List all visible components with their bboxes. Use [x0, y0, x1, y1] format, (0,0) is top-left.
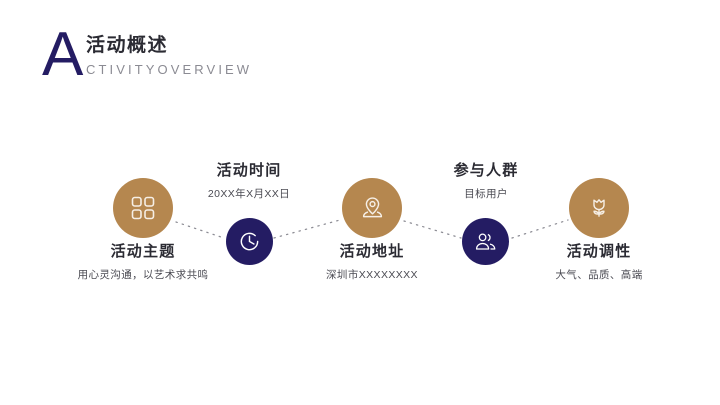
connector-2-3 — [273, 219, 341, 239]
node-4-subtitle: 目标用户 — [464, 188, 508, 200]
node-5-title: 活动调性 — [566, 243, 632, 260]
grid-squares-icon — [130, 195, 156, 221]
node-1-title: 活动主题 — [110, 243, 176, 260]
node-3-label: 活动地址 深圳市XXXXXXXX — [287, 242, 457, 283]
connector-4-5 — [511, 219, 569, 239]
node-3-circle[interactable] — [342, 178, 402, 238]
node-1-circle[interactable] — [113, 178, 173, 238]
node-5-circle[interactable] — [569, 178, 629, 238]
page-subtitle: CTIVITYOVERVIEW — [86, 62, 253, 77]
node-4-title: 参与人群 — [453, 162, 519, 179]
node-2-circle[interactable] — [226, 218, 273, 265]
node-5-label: 活动调性 大气、品质、高端 — [514, 242, 684, 283]
tulip-flower-icon — [586, 195, 612, 221]
location-pin-icon — [359, 195, 386, 222]
connector-3-4 — [403, 220, 462, 239]
node-1-label: 活动主题 用心灵沟通，以艺术求共鸣 — [43, 242, 243, 283]
connector-1-2 — [175, 221, 225, 239]
clock-icon — [238, 230, 261, 253]
people-icon — [474, 230, 498, 254]
header-text-group: 活动概述 CTIVITYOVERVIEW — [86, 34, 252, 78]
node-1-subtitle: 用心灵沟通，以艺术求共鸣 — [77, 269, 209, 281]
node-2-title: 活动时间 — [216, 162, 282, 179]
node-3-title: 活动地址 — [339, 243, 405, 260]
page-title: 活动概述 — [86, 35, 169, 56]
node-3-subtitle: 深圳市XXXXXXXX — [326, 269, 418, 281]
node-4-label: 参与人群 目标用户 — [401, 161, 571, 202]
section-initial-letter: A — [42, 20, 84, 89]
node-2-label: 活动时间 20XX年X月XX日 — [164, 161, 334, 202]
node-2-subtitle: 20XX年X月XX日 — [207, 188, 291, 200]
node-5-subtitle: 大气、品质、高端 — [555, 269, 643, 281]
node-4-circle[interactable] — [462, 218, 509, 265]
